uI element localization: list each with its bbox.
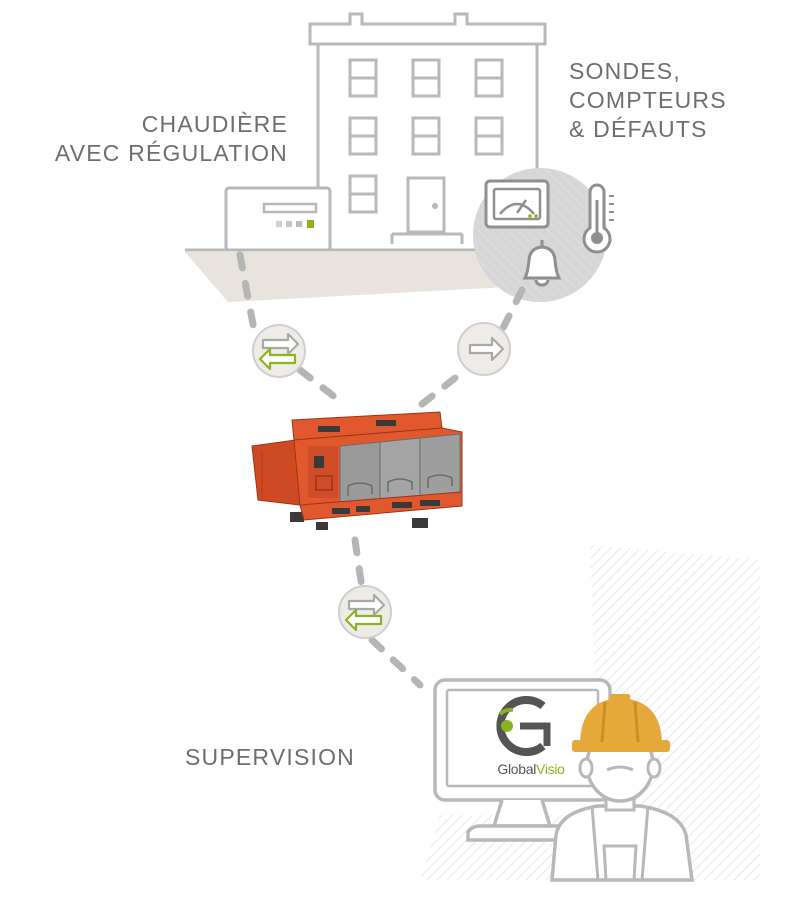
sensors-label: SONDES, COMPTEURS & DÉFAUTS <box>569 57 727 144</box>
monitor-icon <box>433 678 612 842</box>
bidirectional-arrows-icon <box>344 593 386 632</box>
brand-name: GlobalVisio <box>471 760 591 778</box>
connector-node-supervision <box>338 585 392 639</box>
arrow-right-icon <box>468 336 505 362</box>
meter-icon <box>484 179 550 229</box>
boiler-icon <box>224 186 332 252</box>
boiler-label: CHAUDIÈRE AVEC RÉGULATION <box>55 110 288 168</box>
thermometer-icon <box>582 183 614 254</box>
boiler-label-line2: AVEC RÉGULATION <box>54 140 288 166</box>
supervision-background <box>420 545 760 880</box>
globalvisio-logo-icon <box>496 696 551 756</box>
technician-icon <box>550 694 694 882</box>
supervision-label: SUPERVISION <box>185 743 355 772</box>
connector-node-sensors <box>457 322 511 376</box>
sensors-label-line2: COMPTEURS <box>569 87 727 113</box>
bell-icon <box>522 240 562 287</box>
bidirectional-arrows-icon <box>258 332 300 371</box>
supervision-label-text: SUPERVISION <box>185 744 355 770</box>
sensors-group <box>473 168 614 302</box>
sensors-label-line3: & DÉFAUTS <box>569 116 708 142</box>
connector-node-boiler <box>252 324 306 378</box>
ground-shadow <box>185 252 545 302</box>
boiler-label-line1: CHAUDIÈRE <box>141 111 288 137</box>
brand-name-part1: Global <box>497 761 537 777</box>
controller-icon <box>251 411 463 530</box>
sensors-label-line1: SONDES, <box>569 58 681 84</box>
building-icon <box>185 12 547 252</box>
connection-lines <box>236 251 526 689</box>
brand-name-part2: Visio <box>536 761 565 777</box>
